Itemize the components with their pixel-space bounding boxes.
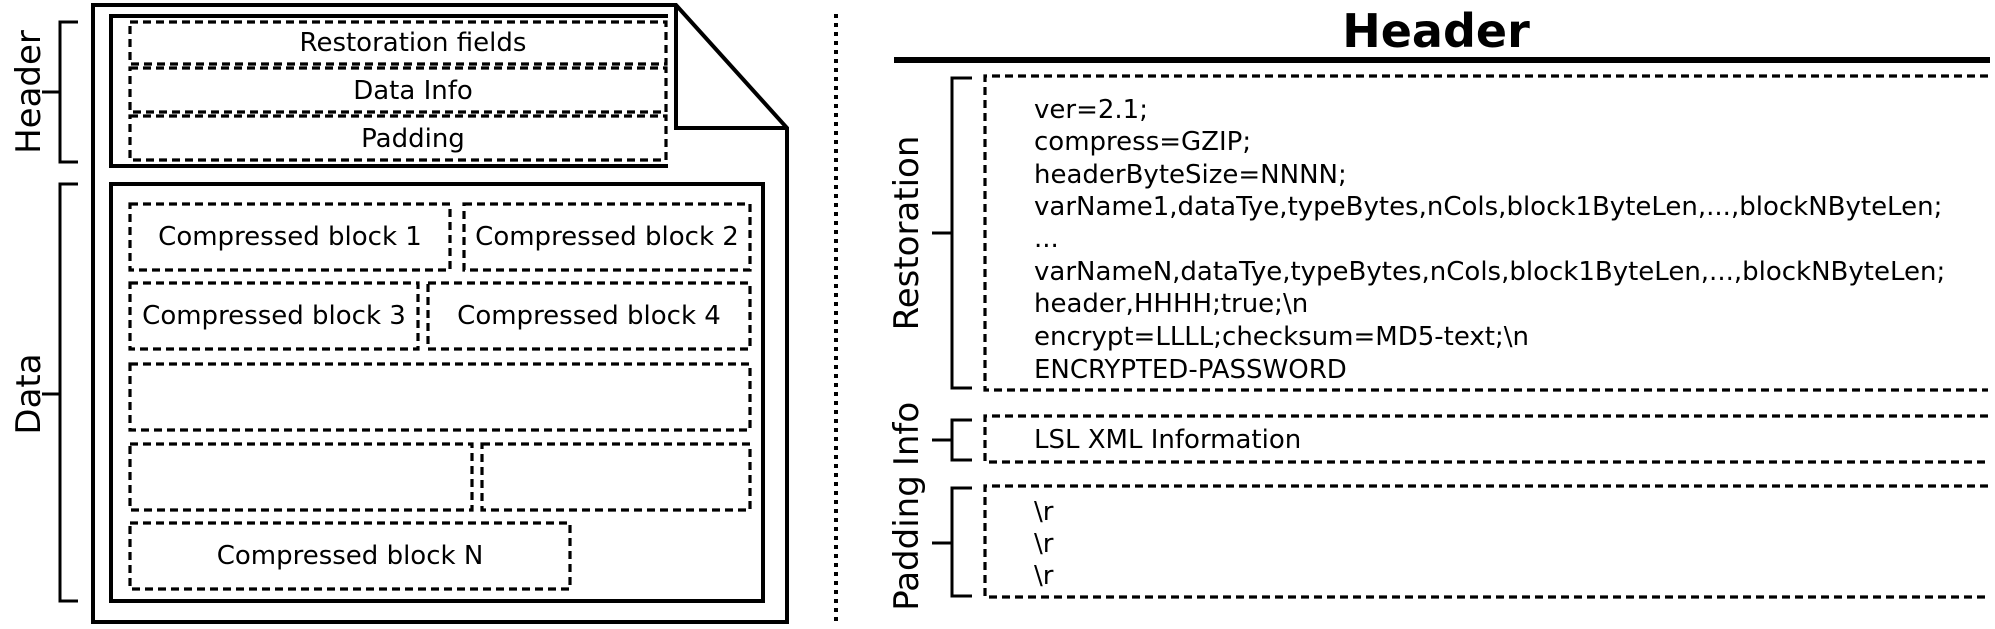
restoration-line: varNameN,dataTye,typeBytes,nCols,block1B… [1034,257,1945,287]
restoration-line: headerByteSize=NNNN; [1034,160,1347,190]
file-layout-panel: Header Data Restoration fields Data Info… [9,3,789,624]
compressed-block-unlabeled-left [128,442,474,512]
padding-bracket [932,486,972,598]
padding-line: \r [1034,497,1054,527]
restoration-fields-label: Restoration fields [300,28,527,58]
restoration-line: compress=GZIP; [1034,127,1251,157]
padding-line: \r [1034,529,1054,559]
restoration-line: varName1,dataTye,typeBytes,nCols,block1B… [1034,192,1942,222]
header-side-label: Header [9,30,49,154]
data-info-box [128,66,668,114]
restoration-line: header,HHHH;true;\n [1034,289,1308,319]
compressed-block-unlabeled-right [480,442,752,512]
compressed-block-2 [462,202,752,272]
info-bracket [932,418,972,462]
restoration-line: encrypt=LLLL;checksum=MD5-text;\n [1034,322,1529,352]
restoration-box [983,74,1988,392]
restoration-fields-box [128,20,668,66]
restoration-lines: ver=2.1; compress=GZIP; headerByteSize=N… [1034,95,1945,385]
compressed-block-3 [128,281,420,351]
padding-box [128,114,668,162]
restoration-line: ENCRYPTED-PASSWORD [1034,355,1347,385]
padding-side-label: Padding [887,475,927,611]
header-detail-panel: Header Restoration ver=2.1; compress=GZI… [887,4,1990,611]
compressed-block-n-label: Compressed block N [217,541,484,571]
restoration-bracket [932,76,972,390]
restoration-line: ver=2.1; [1034,95,1148,125]
header-bracket [42,20,78,164]
info-box [983,414,1988,464]
padding-line: \r [1034,561,1054,591]
info-side-label: Info [887,402,927,466]
data-side-label: Data [9,353,49,434]
compressed-block-n [128,521,572,591]
padding-box-detail [983,484,1988,599]
compressed-block-3-label: Compressed block 3 [142,301,406,331]
compressed-block-unlabeled-wide [128,362,752,432]
data-bracket [42,182,78,603]
document-outline [91,3,789,624]
restoration-side-label: Restoration [887,136,927,331]
compressed-block-4-label: Compressed block 4 [457,301,721,331]
compressed-block-1 [128,202,452,272]
document-fold [674,5,787,130]
header-title: Header [1342,4,1530,58]
padding-label: Padding [361,124,465,154]
data-info-label: Data Info [353,76,473,106]
compressed-block-2-label: Compressed block 2 [475,222,739,252]
restoration-line: ... [1034,224,1059,254]
compressed-block-1-label: Compressed block 1 [158,222,422,252]
header-section [109,14,668,168]
info-line: LSL XML Information [1034,425,1301,455]
data-section [109,182,765,603]
compressed-block-4 [426,281,752,351]
